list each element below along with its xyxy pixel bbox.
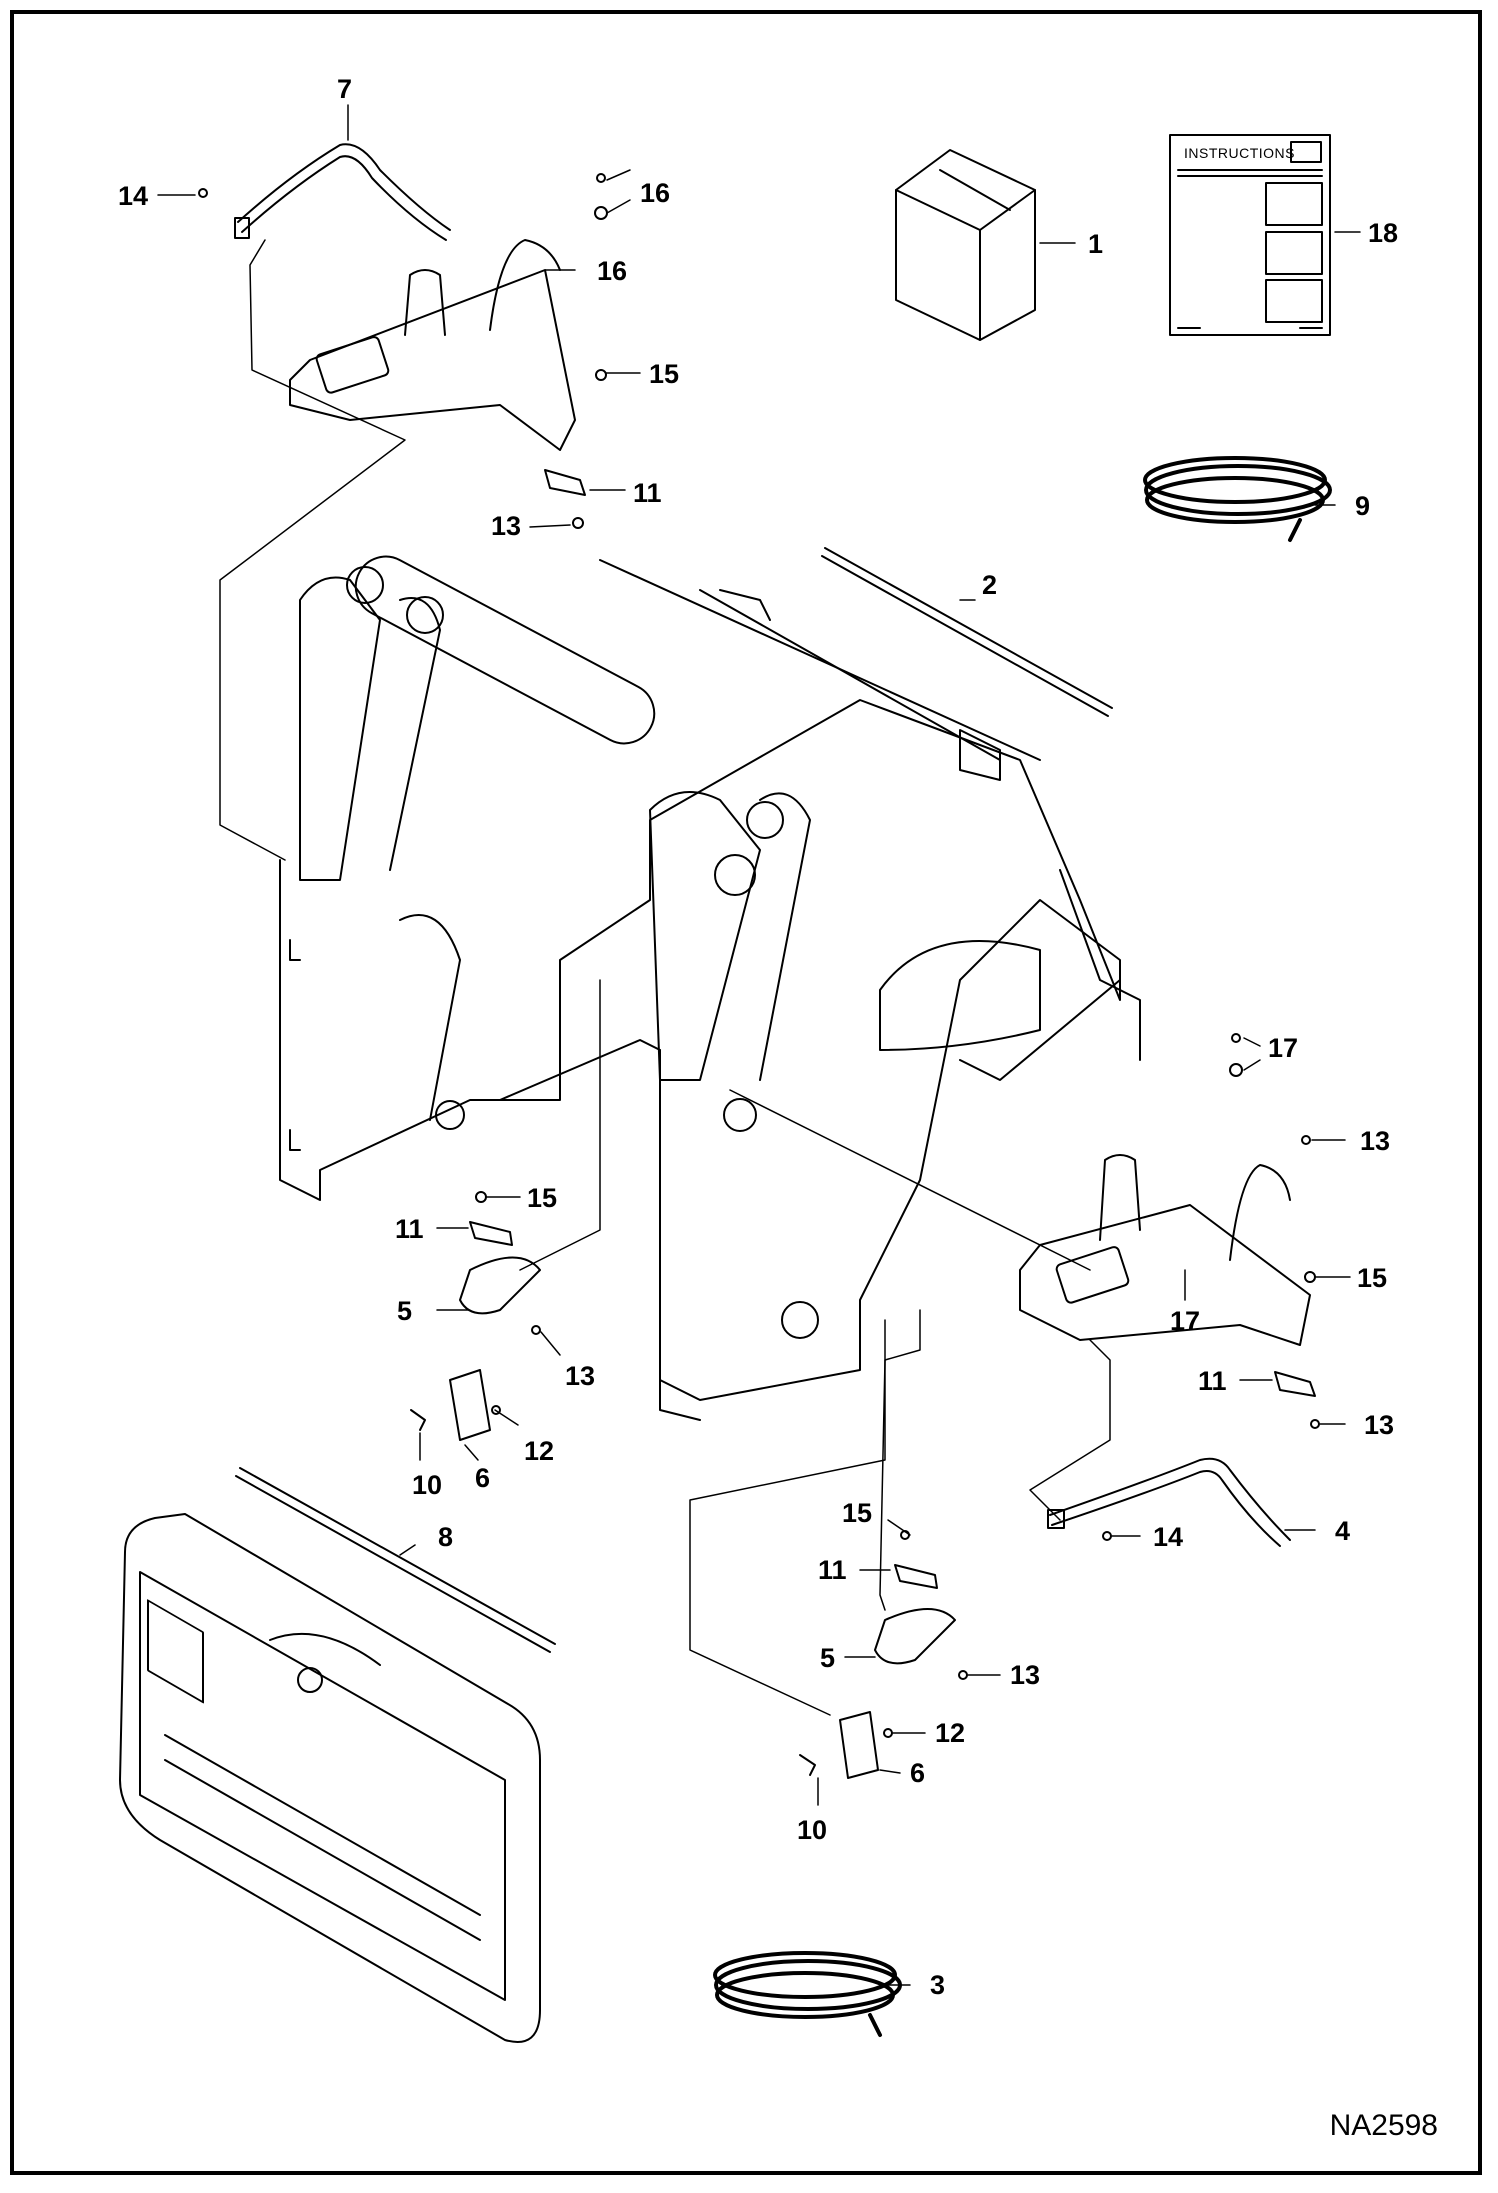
callout-14: 14 — [1153, 1522, 1184, 1552]
small-hardware — [198, 173, 1320, 1779]
callout-5: 5 — [397, 1296, 413, 1326]
figure-code: NA2598 — [1329, 2109, 1438, 2142]
callout-15: 15 — [649, 359, 680, 389]
leader-lines — [157, 104, 1361, 1986]
seal-strap-4 — [1047, 1457, 1291, 1547]
callout-13: 13 — [1364, 1410, 1395, 1440]
callout-13: 13 — [491, 511, 522, 541]
callout-11: 11 — [395, 1214, 424, 1244]
coiled-seal-part — [1143, 456, 1332, 542]
callout-17: 17 — [1170, 1306, 1201, 1336]
callout-14: 14 — [118, 181, 149, 211]
callout-5: 5 — [820, 1643, 836, 1673]
callout-12: 12 — [524, 1436, 555, 1466]
callout-16: 16 — [597, 256, 628, 286]
callout-10: 10 — [797, 1815, 828, 1845]
callout-13: 13 — [1010, 1660, 1041, 1690]
rod-part — [821, 547, 1113, 717]
callout-7: 7 — [337, 74, 353, 104]
callout-10: 10 — [412, 1470, 443, 1500]
callout-6: 6 — [910, 1758, 926, 1788]
callout-18: 18 — [1368, 218, 1399, 248]
callout-17: 17 — [1268, 1033, 1299, 1063]
callout-16: 16 — [640, 178, 671, 208]
instruction-sheet-part — [1169, 134, 1331, 336]
door-panel-part — [119, 1513, 541, 2043]
callout-4: 4 — [1335, 1516, 1351, 1546]
joystick-pod-17 — [1019, 1154, 1311, 1346]
strip-part — [235, 1467, 556, 1653]
callout-1: 1 — [1088, 229, 1104, 259]
callout-12: 12 — [935, 1718, 966, 1748]
callout-11: 11 — [633, 478, 662, 508]
callout-11: 11 — [818, 1555, 847, 1585]
instruction-sheet-title: INSTRUCTIONS — [1184, 145, 1295, 161]
callout-3: 3 — [930, 1970, 946, 2000]
callout-15: 15 — [842, 1498, 873, 1528]
callout-13: 13 — [565, 1361, 596, 1391]
loader-frame — [279, 555, 1141, 1421]
callout-15: 15 — [1357, 1263, 1388, 1293]
explode-lines — [219, 239, 1111, 1716]
coiled-seal-lower-part — [713, 1951, 902, 2037]
box-kit-part — [895, 149, 1036, 341]
callout-8: 8 — [438, 1522, 454, 1552]
callout-13: 13 — [1360, 1126, 1391, 1156]
callout-2: 2 — [982, 570, 998, 600]
callout-11: 11 — [1198, 1366, 1227, 1396]
seal-strap-7 — [234, 143, 451, 241]
callout-6: 6 — [475, 1463, 491, 1493]
callout-9: 9 — [1355, 491, 1371, 521]
callout-15: 15 — [527, 1183, 558, 1213]
joystick-pod-16 — [289, 239, 576, 451]
